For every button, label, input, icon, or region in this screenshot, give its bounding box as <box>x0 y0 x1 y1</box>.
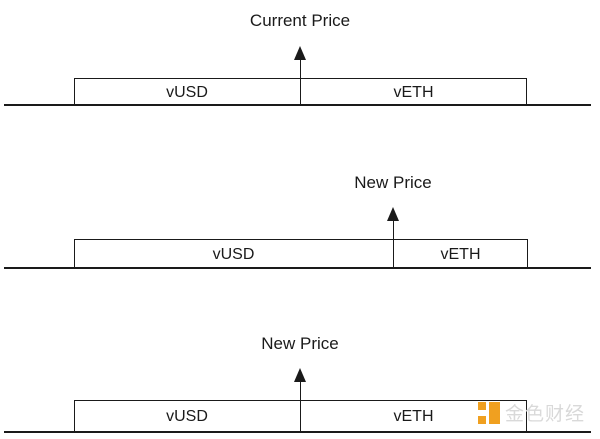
price-label-new-shifted: New Price <box>354 173 432 192</box>
price-label-current: Current Price <box>249 11 351 30</box>
jinse-logo-icon <box>478 401 500 424</box>
arrow-head-icon <box>387 207 399 221</box>
price-divider <box>393 239 394 268</box>
baseline <box>4 431 591 433</box>
segment-label-vusd: vUSD <box>166 84 208 101</box>
segment-label-vusd: vUSD <box>166 408 208 425</box>
price-divider <box>300 400 301 432</box>
arrow-head-icon <box>294 368 306 382</box>
segment-label-veth: vETH <box>393 84 434 101</box>
segment-label-vusd: vUSD <box>212 246 255 263</box>
arrow-head-icon <box>294 46 306 60</box>
baseline <box>4 104 591 106</box>
price-divider <box>300 78 301 105</box>
watermark-text: 金色财经 <box>505 403 586 425</box>
segment-label-veth: vETH <box>440 246 481 263</box>
price-label-new-center: New Price <box>261 334 339 353</box>
segment-label-veth: vETH <box>393 408 434 425</box>
watermark: 金色财经 <box>478 399 585 426</box>
baseline <box>4 267 591 269</box>
